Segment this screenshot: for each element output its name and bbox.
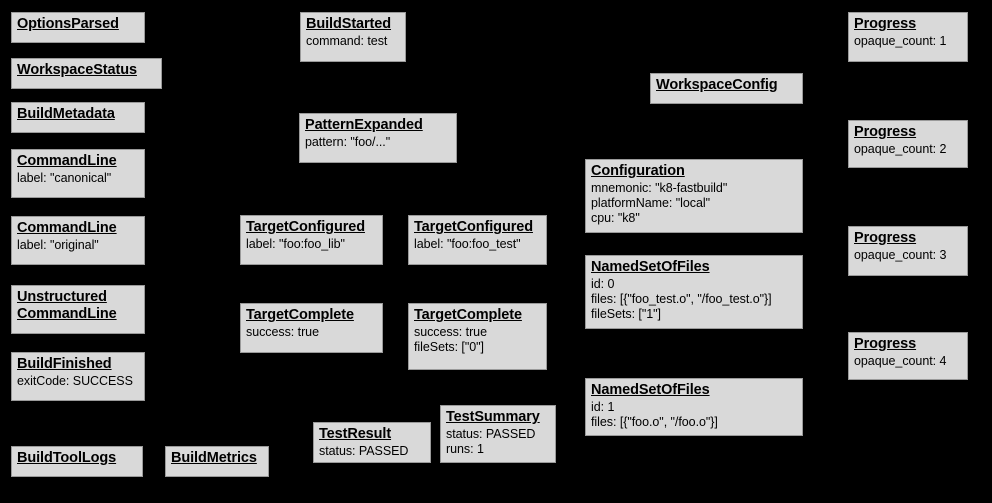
event-node-title: Progress — [854, 336, 917, 352]
event-node-title: BuildToolLogs — [17, 450, 117, 466]
event-node-title: PatternExpanded — [305, 117, 423, 133]
event-node-title: Unstructured CommandLine — [17, 289, 117, 323]
event-node-configuration[interactable]: Configuration mnemonic: "k8-fastbuild" pl… — [585, 159, 803, 233]
event-node-title: OptionsParsed — [17, 16, 119, 32]
event-node-title: Configuration — [591, 163, 685, 179]
event-node-progress-4[interactable]: Progress opaque_count: 4 — [848, 332, 968, 380]
event-node-target-configured-test[interactable]: TargetConfigured label: "foo:foo_test" — [408, 215, 547, 265]
event-node-fields: success: true fileSets: ["0"] — [414, 325, 487, 354]
event-node-progress-1[interactable]: Progress opaque_count: 1 — [848, 12, 968, 62]
event-node-target-configured-lib[interactable]: TargetConfigured label: "foo:foo_lib" — [240, 215, 383, 265]
event-node-fields: status: PASSED — [319, 444, 409, 459]
event-node-command-line-original[interactable]: CommandLine label: "original" — [11, 216, 145, 265]
event-node-build-metadata[interactable]: BuildMetadata — [11, 102, 145, 133]
event-node-fields: command: test — [306, 34, 388, 49]
event-node-fields: mnemonic: "k8-fastbuild" platformName: "… — [591, 181, 728, 225]
event-node-fields: label: "canonical" — [17, 171, 112, 186]
event-node-progress-3[interactable]: Progress opaque_count: 3 — [848, 226, 968, 276]
event-node-progress-2[interactable]: Progress opaque_count: 2 — [848, 120, 968, 168]
event-node-title: BuildFinished — [17, 356, 112, 372]
event-node-target-complete-lib[interactable]: TargetComplete success: true — [240, 303, 383, 353]
event-node-title: BuildMetadata — [17, 106, 115, 122]
event-node-title: BuildMetrics — [171, 450, 257, 466]
event-node-pattern-expanded[interactable]: PatternExpanded pattern: "foo/..." — [299, 113, 457, 163]
event-node-named-set-of-files-0[interactable]: NamedSetOfFiles id: 0 files: [{"foo_test.… — [585, 255, 803, 329]
event-node-title: WorkspaceStatus — [17, 62, 137, 78]
event-node-fields: exitCode: SUCCESS — [17, 374, 133, 389]
event-node-fields: success: true — [246, 325, 319, 340]
event-node-title: TargetComplete — [246, 307, 354, 323]
event-node-build-finished[interactable]: BuildFinished exitCode: SUCCESS — [11, 352, 145, 401]
event-node-fields: opaque_count: 3 — [854, 248, 947, 263]
event-node-workspace-config[interactable]: WorkspaceConfig — [650, 73, 803, 104]
event-node-title: TestResult — [319, 426, 392, 442]
event-node-unstructured-command-line[interactable]: Unstructured CommandLine — [11, 285, 145, 334]
event-node-fields: opaque_count: 4 — [854, 354, 947, 369]
event-node-fields: label: "foo:foo_test" — [414, 237, 521, 252]
event-node-title: Progress — [854, 230, 917, 246]
event-node-fields: label: "foo:foo_lib" — [246, 237, 345, 252]
event-node-title: Progress — [854, 124, 917, 140]
event-node-fields: id: 0 files: [{"foo_test.o", "/foo_test.… — [591, 277, 772, 321]
event-node-title: WorkspaceConfig — [656, 77, 778, 93]
event-node-title: TargetComplete — [414, 307, 522, 323]
event-node-build-tool-logs[interactable]: BuildToolLogs — [11, 446, 143, 477]
event-node-test-result[interactable]: TestResult status: PASSED — [313, 422, 431, 463]
event-node-fields: status: PASSED runs: 1 — [446, 427, 536, 456]
event-node-title: CommandLine — [17, 153, 117, 169]
event-node-build-started[interactable]: BuildStarted command: test — [300, 12, 406, 62]
event-node-command-line-canonical[interactable]: CommandLine label: "canonical" — [11, 149, 145, 198]
event-node-title: Progress — [854, 16, 917, 32]
event-node-title: NamedSetOfFiles — [591, 259, 710, 275]
event-node-options-parsed[interactable]: OptionsParsed — [11, 12, 145, 43]
event-node-title: NamedSetOfFiles — [591, 382, 710, 398]
event-node-fields: opaque_count: 1 — [854, 34, 947, 49]
event-node-title: CommandLine — [17, 220, 117, 236]
event-node-target-complete-test[interactable]: TargetComplete success: true fileSets: ["… — [408, 303, 547, 370]
event-node-fields: pattern: "foo/..." — [305, 135, 391, 150]
event-node-build-metrics[interactable]: BuildMetrics — [165, 446, 269, 477]
event-node-title: TargetConfigured — [414, 219, 533, 235]
event-node-named-set-of-files-1[interactable]: NamedSetOfFiles id: 1 files: [{"foo.o", "… — [585, 378, 803, 436]
event-node-test-summary[interactable]: TestSummary status: PASSED runs: 1 — [440, 405, 556, 463]
event-node-fields: label: "original" — [17, 238, 99, 253]
event-node-title: BuildStarted — [306, 16, 392, 32]
event-node-fields: id: 1 files: [{"foo.o", "/foo.o"}] — [591, 400, 718, 429]
event-node-workspace-status[interactable]: WorkspaceStatus — [11, 58, 162, 89]
event-node-title: TestSummary — [446, 409, 540, 425]
event-node-title: TargetConfigured — [246, 219, 365, 235]
event-node-fields: opaque_count: 2 — [854, 142, 947, 157]
